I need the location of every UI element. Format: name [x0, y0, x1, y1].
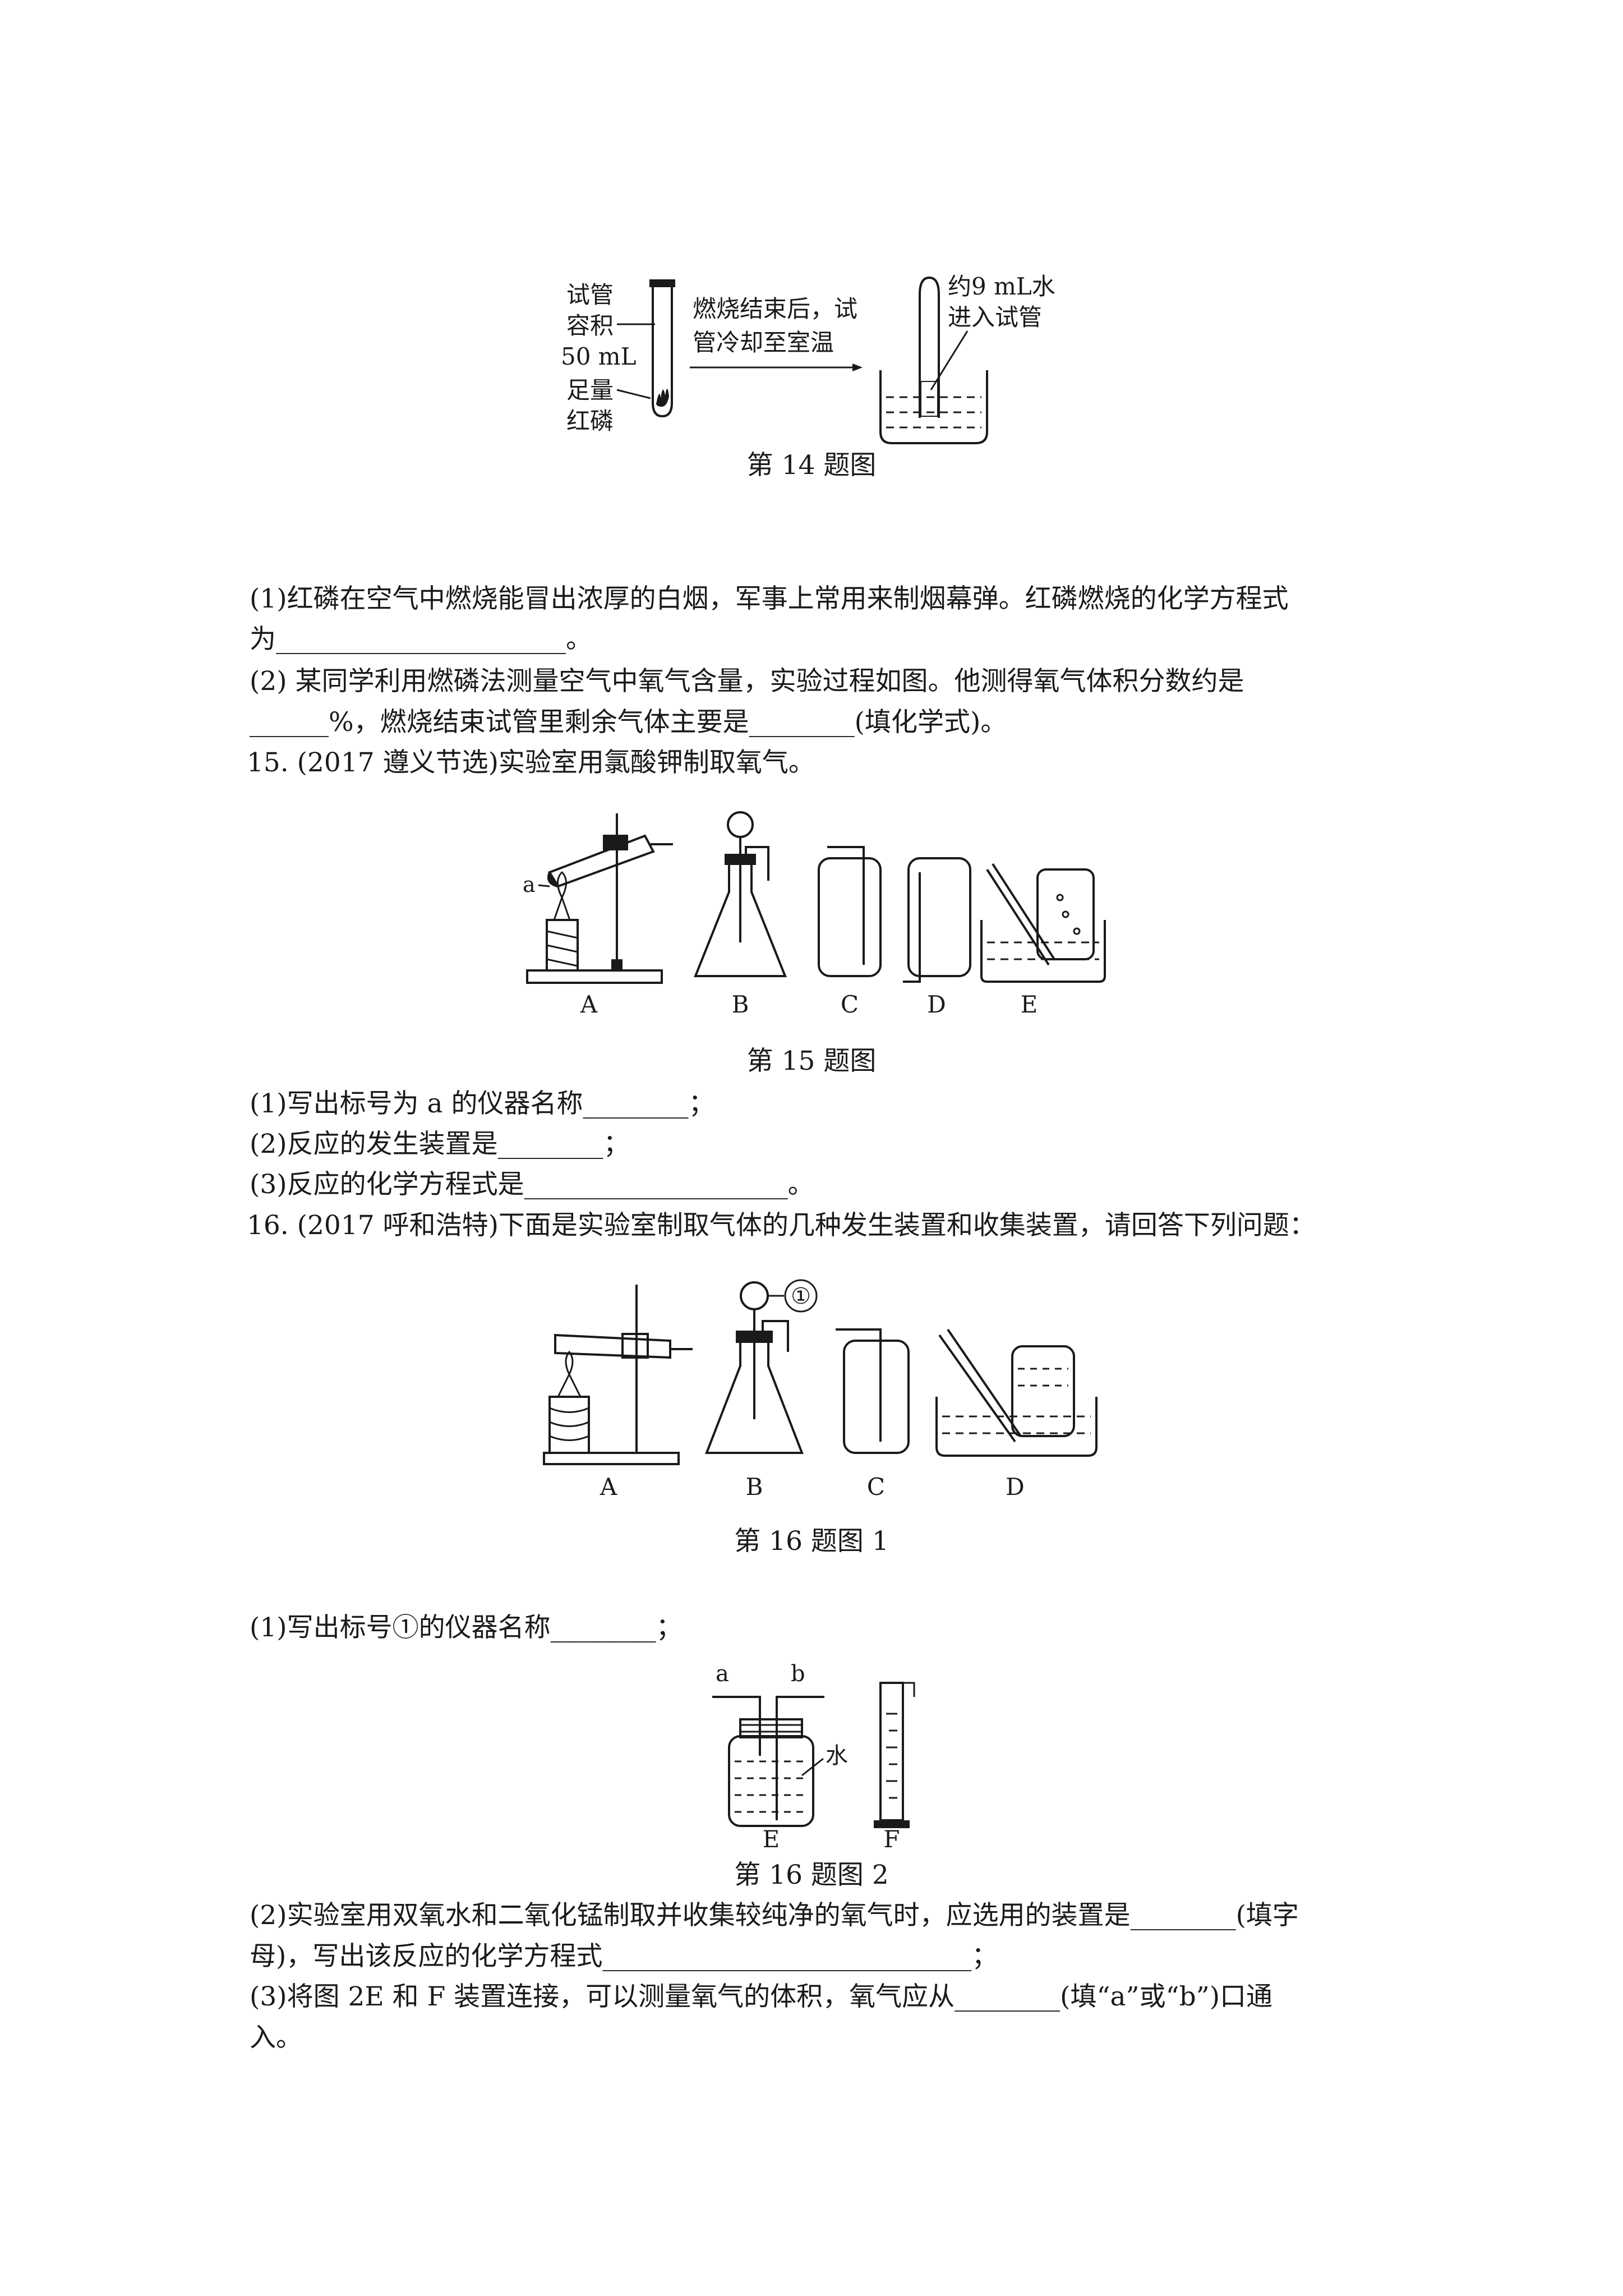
water-trough-e: [980, 920, 1106, 983]
water-label-1: 约9 mL水: [948, 273, 1055, 300]
label-C: C: [841, 991, 859, 1018]
label-D: D: [1006, 1473, 1025, 1498]
figure-16-1-drawing: ① A B C D: [543, 1279, 1098, 1498]
water-trough: [879, 370, 988, 444]
q15-part3: (3)反应的化学方程式是____________________。: [250, 1169, 814, 1200]
gas-bottle-d: [907, 857, 971, 977]
label-C: C: [867, 1473, 885, 1498]
label-B: B: [732, 991, 749, 1018]
q14-part2-line2: ______%，燃烧结束试管里剩余气体主要是________(填化学式)。: [250, 707, 1007, 738]
q14-part1-line1: (1)红磷在空气中燃烧能冒出浓厚的白烟，军事上常用来制烟幕弹。红磷燃烧的化学方程…: [250, 583, 1289, 614]
q15-title: 15. (2017 遵义节选)实验室用氯酸钾制取氧气。: [247, 747, 815, 778]
test-tube: [652, 287, 673, 418]
gas-bottle-c: [843, 1340, 910, 1454]
label-b-port: b: [791, 1661, 805, 1687]
gas-bottle-c: [818, 857, 882, 977]
q15-part2: (2)反应的发生装置是________；: [250, 1129, 630, 1159]
phos-label-1: 足量: [566, 376, 614, 404]
figure-15: a A B C D E: [516, 802, 1110, 1021]
water-label-2: 进入试管: [948, 303, 1042, 331]
label-a: a: [523, 872, 536, 897]
tube-stopper: [649, 279, 675, 287]
q16-part2-line1: (2)实验室用双氧水和二氧化锰制取并收集较纯净的氧气时，应选用的装置是_____…: [250, 1900, 1299, 1931]
q16-part2-line2: 母)，写出该反应的化学方程式__________________________…: [250, 1941, 998, 1972]
separatory-funnel: [740, 1281, 769, 1310]
label-F: F: [883, 1825, 900, 1848]
figure-16-2: a b 水 E F: [695, 1658, 965, 1848]
q15-part1: (1)写出标号为 a 的仪器名称________；: [250, 1088, 715, 1119]
measuring-cylinder: [879, 1682, 904, 1821]
figure-14: 试管 容积 50 mL 足量 红磷 燃烧结束后，试 管冷却至室温 约9 mL水 …: [555, 269, 1105, 454]
arrow-text-2: 管冷却至室温: [693, 329, 834, 356]
figure-15-caption: 第 15 题图: [746, 1046, 877, 1076]
label-a-port: a: [716, 1661, 729, 1687]
phos-label-2: 红磷: [566, 407, 614, 435]
figure-14-drawing: 试管 容积 50 mL 足量 红磷 燃烧结束后，试 管冷却至室温 约9 mL水 …: [561, 273, 1055, 444]
q16-title: 16. (2017 呼和浩特)下面是实验室制取气体的几种发生装置和收集装置，请回…: [247, 1210, 1316, 1241]
figure-15-drawing: a A B C D E: [523, 811, 1106, 1018]
water-trough-d: [935, 1397, 1098, 1457]
red-phosphorus: [656, 388, 669, 407]
marker-1: ①: [791, 1283, 811, 1309]
label-B: B: [746, 1473, 763, 1498]
figure-14-caption: 第 14 题图: [746, 450, 877, 481]
figure-16-2-caption: 第 16 题图 2: [734, 1860, 889, 1890]
tube-label-1: 试管: [566, 281, 614, 309]
inverted-test-tube: [919, 276, 940, 418]
horizontal-test-tube: [554, 1333, 671, 1359]
figure-16-2-drawing: a b 水 E F: [712, 1661, 915, 1848]
q16-part3-line1: (3)将图 2E 和 F 装置连接，可以测量氧气的体积，氧气应从________…: [250, 1981, 1273, 2012]
figure-16-1-caption: 第 16 题图 1: [734, 1526, 889, 1557]
q16-part3-line2: 入。: [250, 2022, 302, 2053]
q14-part2-line1: (2) 某同学利用燃磷法测量空气中氧气含量，实验过程如图。他测得氧气体积分数约是: [250, 666, 1244, 697]
tube-label-2: 容积: [566, 312, 614, 339]
q14-part1-line2: 为______________________。: [250, 624, 592, 655]
label-E: E: [1021, 991, 1038, 1018]
label-D: D: [927, 991, 946, 1018]
label-A: A: [600, 1473, 617, 1498]
figure-16-1: ① A B C D: [533, 1268, 1110, 1498]
label-A: A: [580, 991, 598, 1018]
water-label: 水: [826, 1743, 848, 1769]
label-E: E: [763, 1825, 780, 1848]
q16-part1: (1)写出标号①的仪器名称________；: [250, 1612, 683, 1643]
arrow-text-1: 燃烧结束后，试: [693, 295, 857, 323]
tube-label-3: 50 mL: [561, 343, 637, 370]
